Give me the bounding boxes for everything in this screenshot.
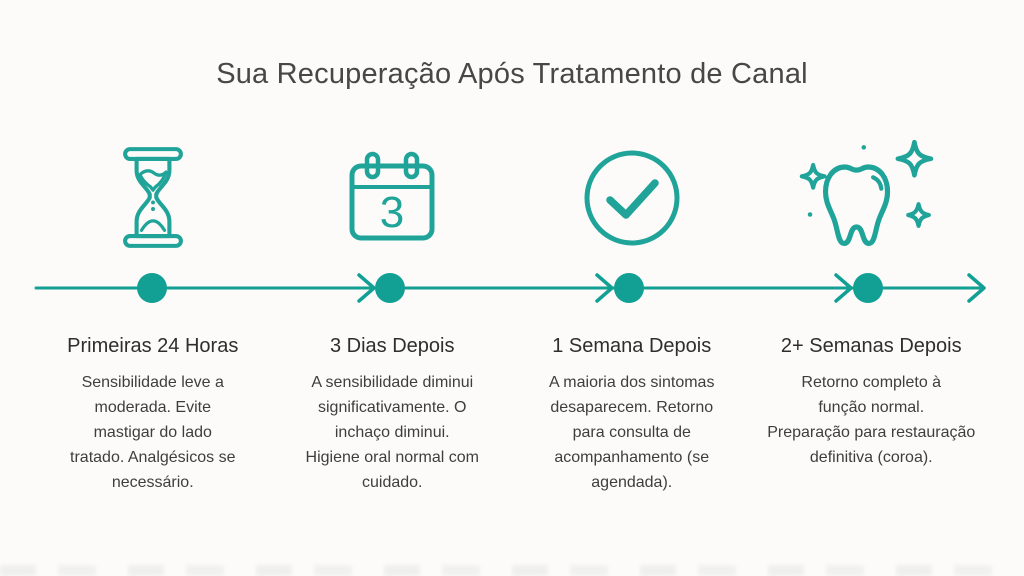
stage-heading: 2+ Semanas Depois xyxy=(780,335,962,357)
check-circle-icon xyxy=(582,130,682,265)
stage-heading: 3 Dias Depois xyxy=(329,335,455,357)
tooth-sparkle-icon xyxy=(795,130,947,265)
hourglass-icon xyxy=(112,130,194,265)
stage-3-days: 3 3 Dias Depois A sensibilidade diminui … xyxy=(273,130,513,495)
calendar-3-icon: 3 xyxy=(342,130,442,265)
timeline-graphic xyxy=(34,273,986,303)
timeline-dot xyxy=(137,273,167,303)
stage-description: Retorno completo à função normal. Prepar… xyxy=(767,374,976,466)
stage-heading: Primeiras 24 Horas xyxy=(67,335,239,357)
timeline-dot xyxy=(614,273,644,303)
stage-1-week: 1 Semana Depois A maioria dos sintomas d… xyxy=(512,130,752,495)
timeline-dot xyxy=(853,273,883,303)
arrow-icon xyxy=(357,273,376,303)
timeline-dot xyxy=(375,273,405,303)
arrow-icon xyxy=(967,273,986,303)
stage-description: A sensibilidade diminui significativamen… xyxy=(305,374,479,491)
stage-2plus-weeks: 2+ Semanas Depois Retorno completo à fun… xyxy=(752,130,992,495)
page-title: Sua Recuperação Após Tratamento de Canal xyxy=(216,58,808,90)
timeline xyxy=(0,267,1024,309)
stages-row: Primeiras 24 Horas Sensibilidade leve a … xyxy=(33,130,991,495)
stage-description: Sensibilidade leve a moderada. Evite mas… xyxy=(70,374,236,491)
bottom-blurred-strip xyxy=(0,565,1024,576)
stage-first-24-hours: Primeiras 24 Horas Sensibilidade leve a … xyxy=(33,130,273,495)
calendar-number: 3 xyxy=(380,188,404,237)
arrow-icon xyxy=(834,273,853,303)
arrow-icon xyxy=(595,273,614,303)
stage-heading: 1 Semana Depois xyxy=(552,335,712,357)
stage-description: A maioria dos sintomas desaparecem. Reto… xyxy=(549,374,715,491)
